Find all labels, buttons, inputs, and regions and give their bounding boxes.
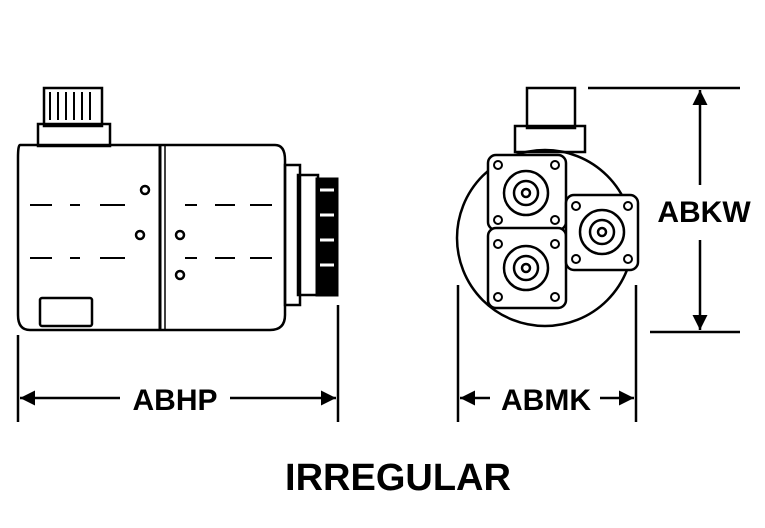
label-abhp: ABHP [132, 384, 217, 417]
side-connector-base [36, 122, 112, 148]
dimension-length [16, 305, 340, 422]
dimension-height [588, 86, 740, 334]
end-connector-top [525, 86, 577, 130]
side-view [16, 86, 339, 332]
label-abmk: ABMK [501, 384, 591, 417]
end-view [455, 86, 640, 328]
motor-body [16, 143, 287, 332]
side-connector-top [42, 86, 104, 128]
label-abkw: ABKW [657, 196, 751, 229]
nameplate [38, 296, 94, 328]
dimension-width [456, 285, 638, 422]
shape-caption: IRREGULAR [285, 457, 511, 499]
